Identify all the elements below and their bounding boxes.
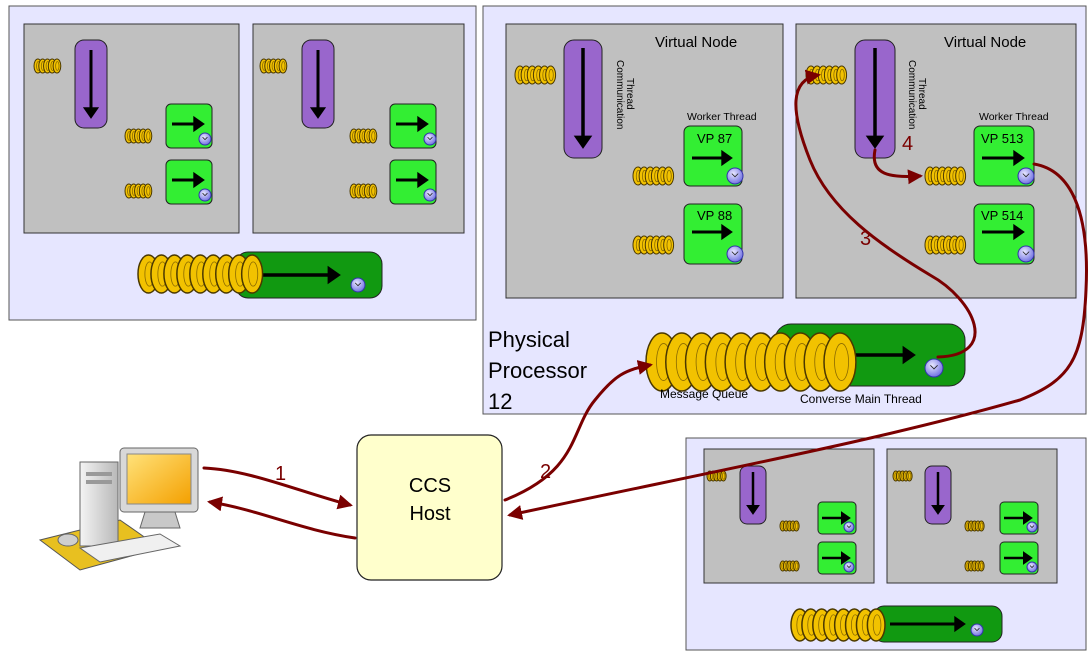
message-coins-icon — [514, 65, 557, 85]
vp-514-label: VP 514 — [981, 208, 1023, 223]
vp-513-label: VP 513 — [981, 131, 1023, 146]
thread-arrow-icon — [890, 615, 966, 633]
worker-thread-label-left: Worker Thread — [687, 111, 757, 123]
message-coins-icon — [124, 183, 153, 199]
thread-arrow-icon — [309, 50, 327, 119]
virtual-node-label-left: Virtual Node — [655, 34, 737, 51]
comm-thread-label-right-1: Communication — [906, 60, 917, 129]
clock-icon — [726, 245, 744, 263]
message-coins-icon — [349, 183, 378, 199]
clock-icon — [1026, 521, 1038, 533]
clock-icon — [1026, 561, 1038, 573]
processor-12-labels: Virtual Node Virtual Node Worker Thread … — [488, 34, 1049, 414]
clock-icon — [924, 358, 944, 378]
clock-icon — [350, 277, 366, 293]
desktop-computer-icon[interactable] — [38, 447, 199, 571]
thread-arrow-icon — [822, 511, 851, 525]
message-coins-icon — [632, 235, 675, 255]
message-coins-icon — [779, 560, 800, 572]
path-2-to-queue — [503, 360, 653, 502]
comm-thread-label-left-2: Thread — [624, 78, 635, 110]
processor-title-line1: Physical — [488, 327, 570, 352]
message-coins-icon — [964, 520, 985, 532]
message-coins-icon — [632, 166, 675, 186]
thread-arrow-icon — [396, 171, 429, 189]
thread-arrow-icon — [573, 48, 593, 149]
vp-87-label: VP 87 — [697, 131, 732, 146]
thread-arrow-icon — [822, 551, 851, 565]
worker-thread-label-right: Worker Thread — [979, 111, 1049, 123]
step-numbers: 1 2 3 4 — [275, 133, 913, 485]
virtual-node-label-right: Virtual Node — [944, 34, 1026, 51]
thread-arrow-icon — [1004, 511, 1033, 525]
thread-arrow-icon — [1004, 551, 1033, 565]
thread-arrow-icon — [931, 472, 945, 515]
converse-main-thread-label: Converse Main Thread — [800, 392, 922, 406]
message-coins-icon — [33, 58, 62, 74]
message-coins-icon — [259, 58, 288, 74]
thread-arrows — [82, 48, 1033, 633]
clock-icon — [423, 132, 437, 146]
message-coins-icon — [892, 470, 913, 482]
clock-icon — [1017, 245, 1035, 263]
clock-icon — [843, 561, 855, 573]
clock-icon — [423, 188, 437, 202]
message-queue-label: Message Queue — [660, 387, 748, 401]
message-coins-icon — [790, 608, 886, 642]
path-1-response — [207, 496, 357, 540]
thread-arrow-icon — [982, 149, 1025, 167]
clock-icon — [843, 521, 855, 533]
clock-icon — [726, 167, 744, 185]
message-coins-icon — [924, 235, 967, 255]
clock-icon — [970, 623, 984, 637]
thread-arrow-icon — [746, 472, 760, 515]
comm-thread-label-right-2: Thread — [916, 78, 927, 110]
ccs-host[interactable]: CCS Host — [356, 434, 503, 581]
message-coins-icon — [124, 128, 153, 144]
step-2: 2 — [540, 461, 551, 483]
message-coins-icon — [924, 166, 967, 186]
vp-88-label: VP 88 — [697, 208, 732, 223]
comm-thread-label-left-1: Communication — [614, 60, 625, 129]
step-4: 4 — [902, 133, 913, 155]
ccs-host-line1: CCS — [409, 475, 451, 497]
message-coins-icon — [779, 520, 800, 532]
message-coins-icon — [645, 332, 857, 392]
thread-arrow-icon — [396, 115, 429, 133]
path-reply — [507, 162, 1089, 520]
thread-arrow-icon — [82, 50, 100, 119]
step-3: 3 — [860, 228, 871, 250]
clock-icons — [198, 132, 1038, 637]
processor-title-line3: 12 — [488, 389, 512, 414]
message-coins-icon — [349, 128, 378, 144]
message-coins-icon — [964, 560, 985, 572]
path-1-request — [202, 466, 353, 510]
communication-paths — [202, 69, 1089, 540]
thread-arrow-icon — [692, 223, 733, 241]
thread-arrow-icon — [172, 115, 205, 133]
clock-icon — [198, 188, 212, 202]
thread-arrow-icon — [865, 48, 885, 149]
clock-icon — [198, 132, 212, 146]
thread-arrow-icon — [982, 223, 1025, 241]
step-1: 1 — [275, 463, 286, 485]
clock-icon — [1017, 167, 1035, 185]
message-coins-icon — [137, 254, 264, 294]
path-3-to-node — [794, 69, 977, 359]
thread-arrow-icon — [172, 171, 205, 189]
processor-title-line2: Processor — [488, 358, 587, 383]
path-4-to-worker — [872, 148, 923, 185]
ccs-host-line2: Host — [409, 503, 451, 525]
thread-arrow-icon — [692, 149, 733, 167]
